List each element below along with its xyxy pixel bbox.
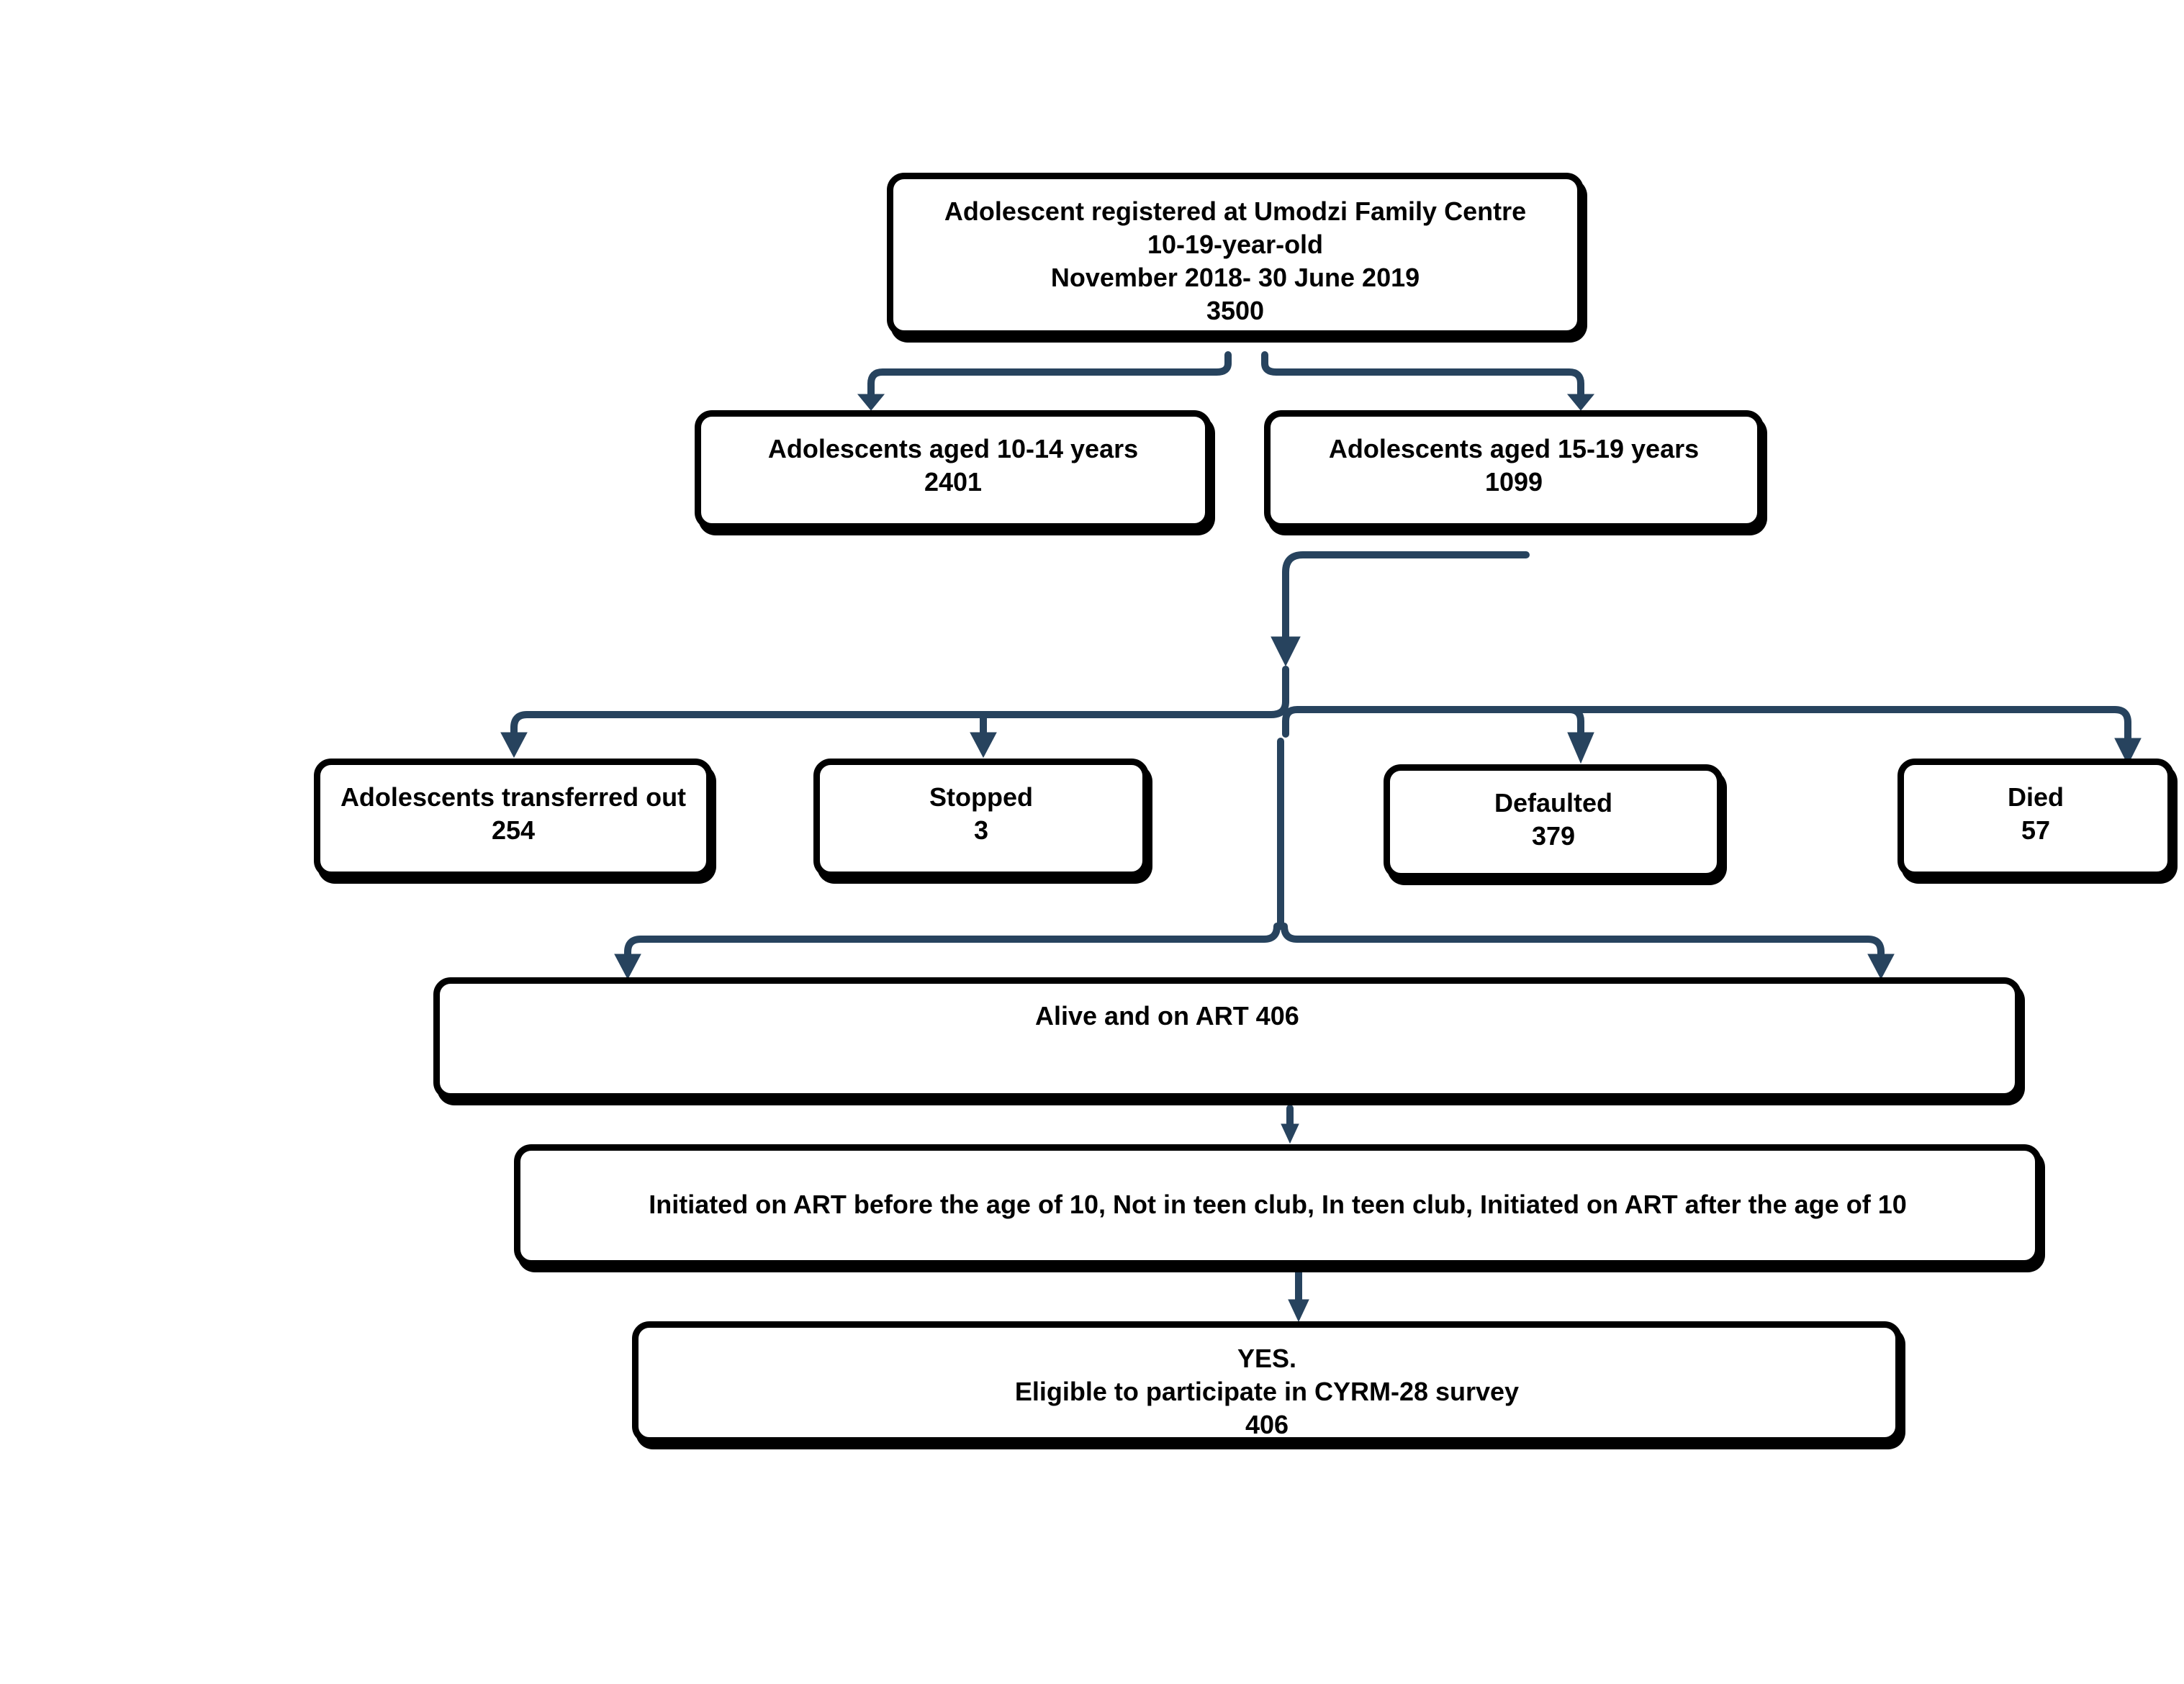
- node-died-count: 57: [2021, 815, 2051, 845]
- node-alive-on-art-label: Alive and on ART 406: [1035, 1001, 1299, 1031]
- node-eligible: YES. Eligible to participate in CYRM-28 …: [632, 1321, 1902, 1444]
- arrowhead-alive-left: [614, 954, 641, 980]
- node-aged-10-14-count: 2401: [924, 467, 983, 497]
- node-transferred-out: Adolescents transferred out 254: [314, 759, 713, 878]
- node-initiated-label: Initiated on ART before the age of 10, N…: [649, 1190, 1907, 1219]
- node-aged-15-19: Adolescents aged 15-19 years 1099: [1264, 410, 1764, 530]
- arrowhead-died: [2114, 738, 2142, 766]
- arrowhead-15-19: [1566, 394, 1595, 411]
- arrowhead-initiated: [1281, 1123, 1299, 1144]
- arrowhead-transferred: [500, 732, 528, 759]
- arrowhead-eligible: [1288, 1299, 1309, 1323]
- connector-root-to-10-14: [867, 351, 1232, 401]
- node-registered: Adolescent registered at Umodzi Family C…: [887, 173, 1584, 337]
- connector-root-to-15-19: [1261, 351, 1584, 401]
- node-transferred-out-count: 254: [491, 815, 536, 845]
- node-initiated: Initiated on ART before the age of 10, N…: [514, 1144, 2041, 1267]
- node-alive-on-art: Alive and on ART 406: [433, 977, 2021, 1100]
- connector-to-alive-right: [1281, 923, 1885, 961]
- node-died: Died 57: [1898, 759, 2174, 878]
- node-eligible-line-1: YES.: [1237, 1344, 1297, 1373]
- node-eligible-count: 406: [1245, 1410, 1289, 1439]
- node-aged-10-14: Adolescents aged 10-14 years 2401: [695, 410, 1211, 530]
- node-defaulted: Defaulted 379: [1384, 764, 1723, 879]
- node-registered-line-2: 10-19-year-old: [1147, 230, 1324, 259]
- node-eligible-line-2: Eligible to participate in CYRM-28 surve…: [1014, 1377, 1520, 1406]
- node-died-label: Died: [2007, 782, 2064, 812]
- node-registered-line-4: 3500: [1206, 296, 1265, 325]
- connector-split-died: [1566, 706, 2131, 745]
- node-defaulted-count: 379: [1531, 821, 1576, 851]
- node-registered-line-1: Adolescent registered at Umodzi Family C…: [944, 196, 1527, 226]
- node-transferred-out-label: Adolescents transferred out: [340, 782, 687, 812]
- arrowhead-alive-right: [1867, 954, 1895, 980]
- arrowhead-stopped: [970, 732, 997, 759]
- arrowhead-split: [1271, 636, 1301, 667]
- connector-split-left: [510, 698, 1289, 739]
- connector-15-19-to-split: [1282, 551, 1530, 642]
- connector-to-alive-left: [624, 923, 1281, 961]
- node-stopped-label: Stopped: [929, 782, 1033, 812]
- connector-split-right: [1282, 706, 1584, 739]
- node-registered-line-3: November 2018- 30 June 2019: [1050, 263, 1420, 292]
- arrowhead-10-14: [857, 394, 885, 411]
- arrowhead-defaulted: [1567, 732, 1594, 764]
- node-aged-15-19-count: 1099: [1484, 467, 1543, 497]
- node-aged-15-19-label: Adolescents aged 15-19 years: [1328, 434, 1700, 463]
- node-stopped: Stopped 3: [813, 759, 1149, 878]
- node-stopped-count: 3: [973, 815, 989, 845]
- node-defaulted-label: Defaulted: [1494, 788, 1613, 818]
- node-aged-10-14-label: Adolescents aged 10-14 years: [767, 434, 1139, 463]
